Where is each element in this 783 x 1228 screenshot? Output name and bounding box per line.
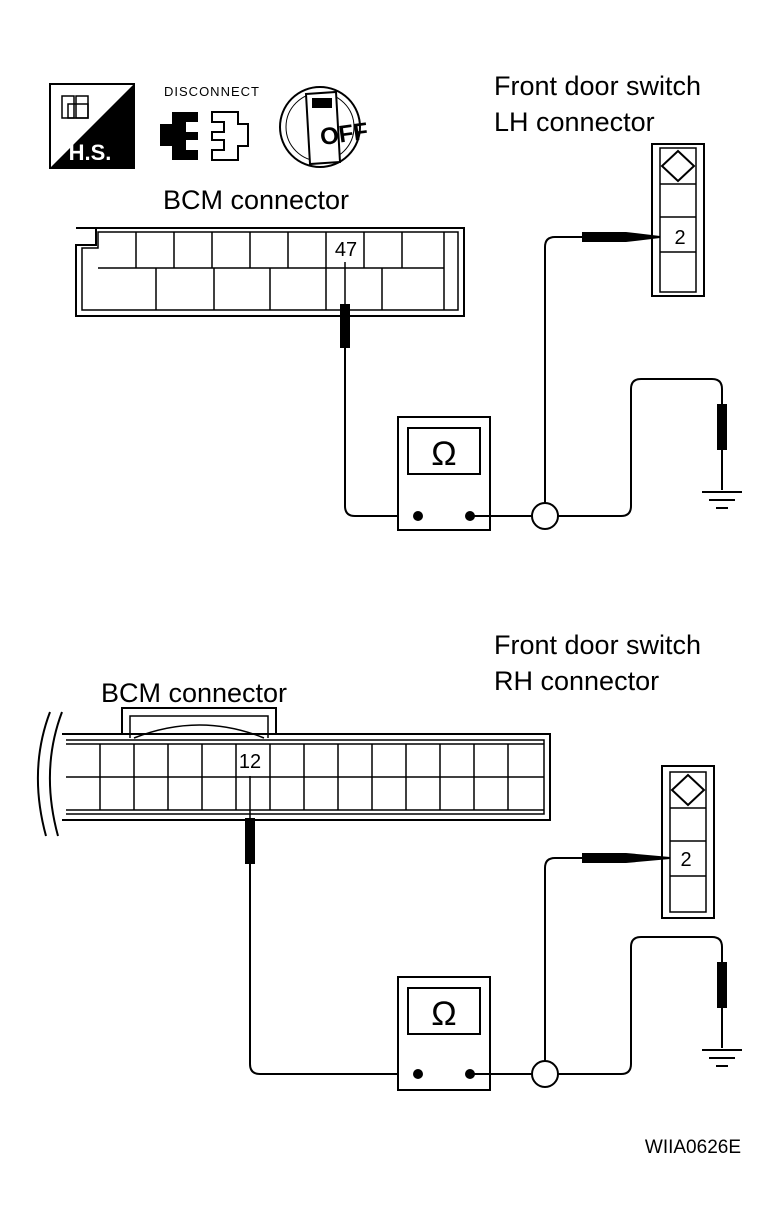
bottom-ground-lead-wire bbox=[558, 936, 723, 1075]
bottom-bcm-connector bbox=[36, 707, 551, 837]
disconnect-connector-icon: DISCONNECT bbox=[160, 84, 260, 161]
top-junction bbox=[531, 502, 559, 530]
top-ohmmeter-symbol: Ω bbox=[431, 435, 456, 473]
top-switch-label-line1: Front door switch bbox=[494, 71, 701, 101]
top-bcm-connector bbox=[75, 227, 465, 317]
top-bcm-terminal-label: 47 bbox=[335, 239, 357, 261]
bottom-switch-probe bbox=[582, 853, 670, 863]
top-front-door-switch-connector bbox=[651, 143, 705, 297]
bottom-ohmmeter-symbol: Ω bbox=[431, 995, 456, 1033]
top-ohmmeter bbox=[397, 416, 491, 531]
bottom-bcm-terminal-label: 12 bbox=[239, 751, 261, 773]
top-ground-probe bbox=[717, 404, 727, 490]
figure-code: WIIA0626E bbox=[645, 1137, 741, 1158]
top-bcm-probe bbox=[340, 262, 350, 348]
bottom-switch-label-line1: Front door switch bbox=[494, 630, 701, 660]
bottom-bcm-connector-label: BCM connector bbox=[101, 678, 287, 708]
top-switch-probe bbox=[582, 232, 660, 242]
disconnect-label: DISCONNECT bbox=[164, 84, 260, 99]
ignition-key-off-icon: OFF bbox=[279, 86, 370, 168]
top-switch-lead-wire bbox=[544, 236, 582, 503]
bottom-ohmmeter bbox=[397, 976, 491, 1091]
bottom-ground-symbol bbox=[702, 1049, 742, 1067]
top-ground-lead-wire bbox=[558, 378, 723, 517]
bottom-front-door-switch-connector bbox=[661, 765, 715, 919]
top-switch-label-line2: LH connector bbox=[494, 107, 655, 137]
bottom-junction bbox=[531, 1060, 559, 1088]
bottom-ground-probe bbox=[717, 962, 727, 1048]
ignition-label: OFF bbox=[318, 118, 369, 151]
hs-label: H.S. bbox=[69, 140, 112, 165]
bottom-bcm-lead-wire bbox=[249, 864, 418, 1075]
top-ground-symbol bbox=[702, 491, 742, 509]
bottom-bcm-probe bbox=[245, 776, 255, 864]
bottom-switch-lead-wire bbox=[544, 857, 582, 1061]
bottom-switch-terminal-label: 2 bbox=[680, 849, 691, 871]
harness-side-icon: H.S. bbox=[49, 83, 135, 169]
top-switch-terminal-label: 2 bbox=[674, 227, 685, 249]
top-bcm-lead-wire bbox=[344, 348, 418, 517]
top-bcm-connector-label: BCM connector bbox=[163, 185, 349, 215]
bottom-switch-label-line2: RH connector bbox=[494, 666, 659, 696]
